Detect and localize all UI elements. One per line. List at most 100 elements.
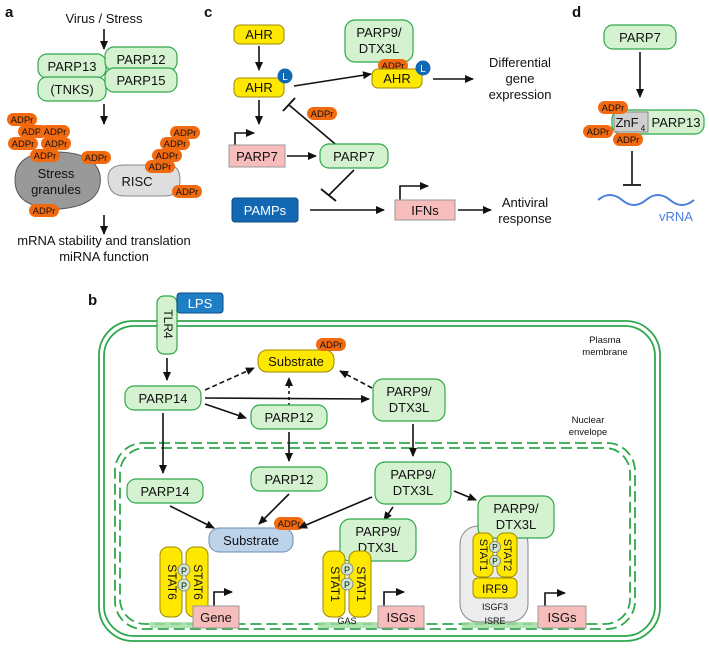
phospho-badge: [340, 577, 354, 591]
inhibit-parp7-ahr: [288, 104, 341, 149]
parp14-node-cytoplasm: [124, 385, 202, 411]
adpr-label: ADPr: [311, 109, 334, 120]
arrow-parp14-to-parp12: [204, 403, 247, 420]
adpr-label: ADPr: [12, 139, 35, 150]
ligand-badge: [277, 68, 293, 84]
ligand-label: L: [420, 64, 426, 75]
envelope-label: envelope: [569, 427, 608, 438]
adpr-label: ADPr: [156, 151, 179, 162]
ahr-node-bound: [233, 77, 285, 98]
adpr-label: ADPr: [164, 139, 187, 150]
tlr4-label: TLR4: [161, 309, 175, 339]
parp13-label: PARP13: [48, 59, 97, 74]
adpr-badge: [145, 160, 175, 173]
adpr-badge: [160, 137, 190, 150]
parp9-label-cytoplasm: PARP9/: [386, 384, 432, 399]
phospho-badge: [340, 562, 354, 576]
adpr-label: ADPr: [617, 135, 640, 146]
adpr-badge: [613, 133, 643, 146]
vrna-wave: [597, 194, 695, 206]
parp12-label-nucleus: PARP12: [265, 472, 314, 487]
phospho-label: P: [181, 566, 187, 576]
plasma-membrane-inner: [103, 325, 656, 637]
parp12-node-nucleus: [250, 466, 328, 492]
panel-label-a: a: [5, 4, 14, 21]
pamps-label: PAMPs: [244, 203, 287, 218]
phospho-badge: [177, 578, 191, 592]
panel-label-c: c: [204, 4, 212, 21]
isgs-label-isre: ISGs: [548, 610, 577, 625]
adpr-badge: [18, 125, 48, 138]
parp9-dtx3l-node-cytoplasm: [372, 378, 446, 422]
vrna-label: vRNA: [659, 209, 693, 224]
parp15-node: [104, 67, 178, 93]
substrate-node-cytoplasm: [257, 349, 335, 373]
ifns-gene-box: [394, 199, 456, 221]
adpr-badge: [40, 125, 70, 138]
adpr-badge: [41, 137, 71, 150]
adpr-badge: [7, 113, 37, 126]
caption-line-1: mRNA stability and translation: [17, 233, 190, 248]
dashed-arrow-parp9-substrate: [339, 370, 373, 389]
dtx3l-label-c: DTX3L: [359, 41, 399, 56]
adpr-label: ADPr: [33, 206, 56, 217]
caption-line-2: miRNA function: [59, 249, 149, 264]
adpr-badge: [30, 149, 60, 162]
irf9-node: [472, 577, 518, 599]
lps-node: [176, 292, 224, 314]
phospho-badge: [489, 541, 501, 553]
parp7-protein-label: PARP7: [333, 149, 375, 164]
parp13-label-d: PARP13: [652, 115, 701, 130]
promoter-arrow-parp7: [234, 129, 255, 145]
isre-label: ISRE: [484, 616, 505, 626]
adpr-badge: [29, 204, 59, 217]
gas-label: GAS: [337, 616, 356, 626]
phospho-label: P: [492, 542, 498, 552]
panel-label-b: b: [88, 292, 97, 309]
gene-label: Gene: [200, 610, 232, 625]
adpr-label: ADPr: [45, 139, 68, 150]
adpr-label: ADPr: [11, 115, 34, 126]
dtx3l-label-gas: DTX3L: [358, 540, 398, 555]
response-label: response: [498, 211, 551, 226]
adpr-badge: [8, 137, 38, 150]
dtx3l-label-isgf3: DTX3L: [496, 517, 536, 532]
stat6-label-left: STAT6: [165, 564, 179, 600]
adpr-label: ADPr: [44, 127, 67, 138]
antiviral-label: Antiviral: [502, 195, 548, 210]
isgf3-label: ISGF3: [482, 602, 508, 612]
adpr-label: ADPr: [85, 153, 108, 164]
inhibit-bar: [320, 188, 337, 202]
ahr-node-top: [233, 24, 285, 45]
panel-c: c AHR AHR L ADPr PARP9/ DTX3L ADPr AHR L…: [204, 4, 552, 226]
dashed-arrow-parp14-substrate: [204, 367, 255, 391]
adpr-label: ADPr: [174, 128, 197, 139]
membrane-label: membrane: [582, 347, 627, 358]
expression-label: expression: [489, 87, 552, 102]
znf-label: ZnF: [615, 115, 638, 130]
arrow-parp14-to-substrate: [169, 505, 215, 529]
dna-strand: [318, 622, 398, 628]
panel-label-d: d: [572, 4, 581, 21]
differential-label: Differential: [489, 55, 551, 70]
nuclear-envelope-outer: [114, 442, 636, 630]
arrow-ahr-to-complex: [293, 71, 372, 87]
risc-label: RISC: [121, 174, 152, 189]
ligand-label: L: [282, 72, 288, 83]
dtx3l-label-cytoplasm: DTX3L: [389, 400, 429, 415]
parp9-label-c: PARP9/: [356, 25, 402, 40]
arrow-parp12-to-substrate: [258, 493, 290, 525]
ifns-label: IFNs: [411, 203, 439, 218]
panel-b: b Plasma membrane Nuclear envelope TLR4 …: [88, 292, 661, 642]
parp9-dtx3l-node-c: [344, 19, 414, 63]
adpr-badge: [170, 126, 200, 139]
arrow-parp14-to-parp9: [204, 394, 370, 403]
adpr-badge: [316, 338, 346, 351]
stat1-label-isgf3: STAT1: [477, 539, 489, 572]
adpr-label: ADPr: [149, 162, 172, 173]
dna-strand: [150, 622, 230, 628]
parp14-node-nucleus: [126, 478, 204, 504]
isgs-box-isre: [537, 605, 587, 629]
phospho-label: P: [344, 580, 350, 590]
gene-label: gene: [506, 71, 535, 86]
